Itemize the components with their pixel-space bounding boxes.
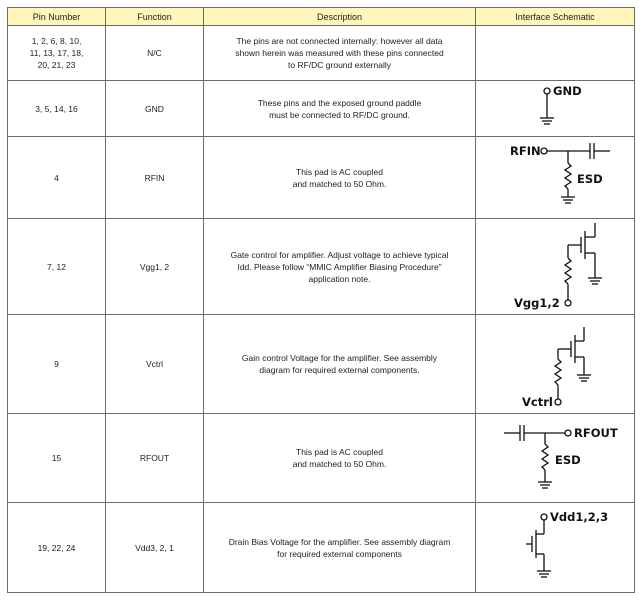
esd-label: ESD xyxy=(555,453,581,467)
rfout-label: RFOUT xyxy=(574,426,618,440)
function-cell: RFOUT xyxy=(105,413,204,503)
function-cell: RFIN xyxy=(105,136,204,219)
function-cell: Vctrl xyxy=(105,314,204,414)
function-cell: Vgg1, 2 xyxy=(105,218,204,315)
function-cell: Vdd3, 2, 1 xyxy=(105,502,204,593)
pin-number-cell: 7, 12 xyxy=(7,218,106,315)
schematic-cell: Vgg1,2 xyxy=(475,218,635,315)
function-cell: N/C xyxy=(105,25,204,81)
schematic-cell: RFOUT ESD xyxy=(475,413,635,503)
description-cell: Gain control Voltage for the amplifier. … xyxy=(203,314,476,414)
vctrl-label: Vctrl xyxy=(522,395,553,409)
pin-number-cell: 3, 5, 14, 16 xyxy=(7,80,106,137)
description-cell: Gate control for amplifier. Adjust volta… xyxy=(203,218,476,315)
gnd-schematic: GND xyxy=(540,84,582,125)
header-interface-schematic: Interface Schematic xyxy=(475,7,635,26)
header-description: Description xyxy=(203,7,476,26)
header-function: Function xyxy=(105,7,204,26)
header-row: Pin Number Function Description Interfac… xyxy=(7,7,635,26)
vctrl-schematic: Vctrl xyxy=(522,327,591,409)
description-cell: Drain Bias Voltage for the amplifier. Se… xyxy=(203,502,476,593)
pin-description-table: Pin Number Function Description Interfac… xyxy=(7,7,635,593)
gnd-label: GND xyxy=(553,84,582,98)
schematic-cell: RFIN ESD xyxy=(475,136,635,219)
vgg-schematic: Vgg1,2 xyxy=(514,223,602,310)
vdd-label: Vdd1,2,3 xyxy=(550,510,608,524)
schematic-cell: Vdd1,2,3 xyxy=(475,502,635,593)
pin-number-cell: 15 xyxy=(7,413,106,503)
schematic-cell: Vctrl xyxy=(475,314,635,414)
rfin-schematic: RFIN ESD xyxy=(510,143,610,204)
pin-number-cell: 4 xyxy=(7,136,106,219)
table-row: 3, 5, 14, 16 GND These pins and the expo… xyxy=(7,80,635,137)
function-cell: GND xyxy=(105,80,204,137)
description-cell: These pins and the exposed ground paddle… xyxy=(203,80,476,137)
header-pin-number: Pin Number xyxy=(7,7,106,26)
table-row: 1, 2, 6, 8, 10,11, 13, 17, 18,20, 21, 23… xyxy=(7,25,635,81)
pin-number-cell: 19, 22, 24 xyxy=(7,502,106,593)
schematic-cell: GND xyxy=(475,80,635,137)
rfout-schematic: RFOUT ESD xyxy=(504,425,618,489)
table-row: 9 Vctrl Gain control Voltage for the amp… xyxy=(7,314,635,414)
table-row: 19, 22, 24 Vdd3, 2, 1 Drain Bias Voltage… xyxy=(7,502,635,593)
rfin-label: RFIN xyxy=(510,144,541,158)
pin-number-cell: 9 xyxy=(7,314,106,414)
vgg-label: Vgg1,2 xyxy=(514,296,560,310)
table-row: 7, 12 Vgg1, 2 Gate control for amplifier… xyxy=(7,218,635,315)
esd-label: ESD xyxy=(577,172,603,186)
description-cell: The pins are not connected internally: h… xyxy=(203,25,476,81)
pin-number-cell: 1, 2, 6, 8, 10,11, 13, 17, 18,20, 21, 23 xyxy=(7,25,106,81)
schematic-cell-empty xyxy=(475,25,635,81)
vdd-schematic: Vdd1,2,3 xyxy=(526,510,608,578)
